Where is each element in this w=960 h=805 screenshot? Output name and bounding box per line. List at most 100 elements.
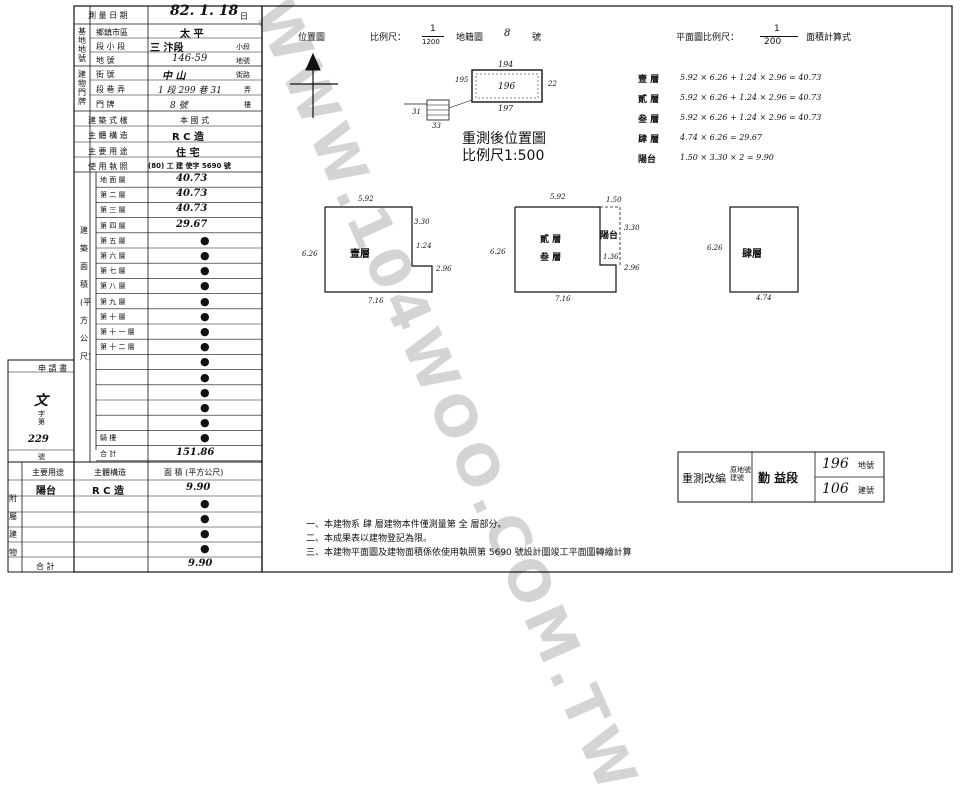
survey-date-value: 82. 1. 18 — [170, 3, 239, 19]
info-value: R C 造 — [172, 132, 205, 143]
accessory-structure: R C 造 — [92, 486, 125, 497]
door-row-label: 門 牌 — [96, 100, 115, 109]
note-line: 一、本建物系 肆 層建物本件僅測量第 全 層部分。 — [306, 520, 507, 530]
plan2-balcony-w: 1.50 — [606, 196, 622, 204]
door-row-value: 中 山 — [162, 71, 186, 82]
plan3-bottom-dim: 4.74 — [756, 294, 772, 302]
info-value: 本 國 式 — [180, 116, 210, 125]
accessory-total-label: 合 計 — [36, 562, 55, 571]
floor-area-value: ● — [200, 264, 210, 278]
plan-scale-numerator: 1 — [774, 24, 780, 34]
site-row-suffix: 地號 — [236, 57, 250, 65]
location-map-label: 位置圖 — [298, 33, 326, 43]
floor-area-value: ● — [200, 325, 210, 338]
accessory-header-area: 面 積 (平方公尺) — [164, 468, 224, 477]
map-left-number: 195 — [455, 76, 469, 84]
stamp-build-unit: 建號 — [858, 486, 874, 495]
applicant-word: 字第 — [38, 410, 45, 426]
stamp-district: 勤 益段 — [758, 471, 799, 485]
map-small-b: 31 — [412, 108, 421, 116]
floor-area-value: 151.86 — [176, 446, 215, 458]
floor-label: 騎 樓 — [100, 434, 117, 443]
site-row-suffix: 小段 — [236, 43, 250, 51]
site-group-label: 基地地號 — [78, 27, 86, 63]
floor-area-value: ● — [200, 355, 210, 369]
area-formula-label: 面積計算式 — [806, 33, 852, 43]
plan-scale-fraction-line — [760, 36, 798, 37]
floor-label: 第 十 層 — [100, 312, 126, 321]
info-value: (80) 工 建 使字 5690 號 — [148, 162, 231, 170]
door-row-value: 8 號 — [170, 101, 188, 111]
formula-expression: 5.92 × 6.26 + 1.24 × 2.96 = 40.73 — [680, 93, 822, 102]
accessory-area: ● — [200, 527, 210, 540]
applicant-label: 申 請 書 — [38, 364, 68, 373]
floor-area-value: 40.73 — [176, 173, 208, 184]
accessory-use: 陽台 — [36, 486, 56, 497]
site-row-label: 地 號 — [96, 56, 115, 65]
note-line: 三、本建物平面圖及建物面積係依使用執照第 5690 號設計圖竣工平面圖轉繪計算 — [306, 548, 632, 558]
plan2-bottom-dim: 7.16 — [555, 295, 571, 303]
plan1-note-dim: 3.30 — [414, 218, 430, 226]
stamp-title: 重測改編 — [682, 472, 726, 485]
door-row-value: 1 段 299 巷 31 — [158, 86, 222, 96]
formula-floor: 叁 層 — [638, 115, 660, 125]
scale-fraction-line — [422, 36, 444, 37]
site-row-value: 太 平 — [180, 29, 204, 40]
map-title: 重測後位置圖 — [462, 131, 546, 147]
floor-area-value: ● — [200, 279, 210, 293]
floor-label: 第 十 二 層 — [100, 343, 135, 352]
formula-floor: 壹 層 — [638, 75, 660, 85]
cadastral-label: 地籍圖 — [456, 33, 484, 43]
info-value: 住 宅 — [176, 148, 200, 159]
formula-expression: 5.92 × 6.26 + 1.24 × 2.96 = 40.73 — [680, 113, 822, 122]
accessory-header-structure: 主體構造 — [94, 468, 126, 477]
formula-floor: 陽台 — [638, 155, 657, 165]
floor-label: 第 四 層 — [100, 221, 126, 230]
scale-denominator: 1200 — [422, 38, 440, 46]
floor-area-value: ● — [200, 233, 210, 247]
floor-label: 第 五 層 — [100, 236, 126, 245]
floor-label: 第 二 層 — [100, 191, 126, 200]
cadastral-unit: 號 — [532, 33, 542, 43]
floor-area-value: ● — [200, 309, 210, 323]
accessory-area: ● — [200, 497, 210, 510]
info-label: 使 用 執 照 — [88, 162, 128, 171]
survey-document: WWW.104WOO.COM.TW — [7, 0, 953, 805]
map-top-number: 194 — [498, 60, 514, 69]
plan2-balcony-h: 3.30 — [624, 224, 640, 232]
door-row-suffix: 樓 — [244, 101, 251, 109]
plan1-left-dim: 6.26 — [302, 250, 318, 258]
map-right-number: 22 — [548, 80, 557, 88]
floor-area-value: ● — [200, 431, 210, 445]
plan3-name: 肆層 — [742, 249, 762, 260]
floor-label: 第 九 層 — [100, 297, 126, 306]
map-bottom-number: 197 — [498, 104, 514, 113]
form-grid — [7, 5, 953, 573]
floor-area-value: ● — [200, 370, 210, 384]
cadastral-number: 8 — [504, 28, 511, 39]
map-parcel-number: 196 — [498, 82, 516, 92]
floor-area-value: ● — [200, 416, 210, 430]
plan3-left-dim: 6.26 — [707, 244, 723, 252]
formula-expression: 1.50 × 3.30 × 2 = 9.90 — [680, 153, 774, 162]
formula-expression: 4.74 × 6.26 = 29.67 — [680, 133, 763, 142]
floor-area-value: ● — [200, 340, 210, 354]
stamp-land-unit: 地號 — [858, 461, 874, 470]
floor-label: 第 十 一 層 — [100, 328, 135, 336]
survey-date-unit: 日 — [240, 12, 248, 21]
door-row-label: 街 號 — [96, 70, 115, 79]
floor-area-value: 40.73 — [176, 188, 208, 200]
scale-label: 比例尺： — [370, 33, 407, 43]
info-label: 主 體 構 造 — [88, 131, 128, 140]
site-row-label: 段 小 段 — [96, 42, 126, 51]
applicant-char: 文 — [34, 393, 48, 409]
map-scale: 比例尺1:500 — [462, 148, 545, 164]
floor-label: 第 三 層 — [100, 206, 126, 215]
plan2-left-dim: 6.26 — [490, 248, 506, 256]
floor-area-value: 29.67 — [176, 218, 208, 230]
door-row-label: 段 巷 弄 — [96, 85, 126, 94]
plan2-top-dim: 5.92 — [550, 193, 566, 201]
plan2-name-floor3: 叁 層 — [540, 253, 562, 263]
plan2-name-floor2: 貳 層 — [540, 235, 562, 245]
survey-date-label: 測 量 日 期 — [88, 11, 128, 20]
